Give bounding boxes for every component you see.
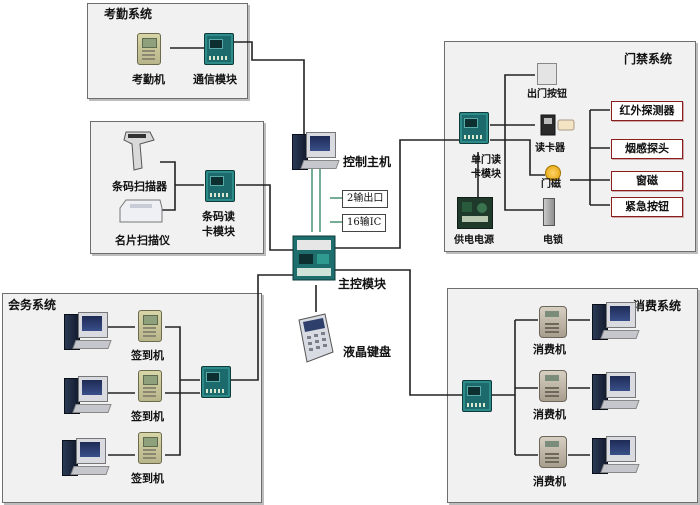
- lcd-keypad-label: 液晶键盘: [343, 345, 392, 359]
- attendance-title: 考勤系统: [104, 7, 153, 21]
- consumption-terminal-2-icon: [539, 370, 567, 402]
- main-control-module-icon: [291, 234, 337, 282]
- main-module-label: 主控模块: [338, 277, 387, 291]
- meeting-pc-3-icon: [62, 438, 110, 476]
- consumption-label-2: 消费机: [533, 408, 566, 421]
- meeting-title: 会务系统: [8, 298, 57, 312]
- attendance-terminal-icon: [137, 33, 161, 65]
- checkin-terminal-3-icon: [138, 432, 162, 464]
- door-reader-module-icon: [459, 112, 489, 144]
- access-title: 门禁系统: [624, 52, 673, 66]
- consumption-label-3: 消费机: [533, 475, 566, 488]
- consumption-comm-module-icon: [462, 380, 492, 412]
- barcode-module-icon: [205, 170, 235, 202]
- meeting-comm-module-icon: [201, 366, 231, 398]
- power-supply-label: 供电电源: [454, 235, 494, 246]
- meeting-pc-1-icon: [64, 312, 112, 350]
- card-scanner-icon: [118, 198, 164, 224]
- consumption-pc-1-icon: [592, 302, 640, 340]
- checkin-label-2: 签到机: [131, 410, 164, 423]
- lcd-keypad-icon: [295, 312, 337, 364]
- door-reader-label-2: 卡模块: [471, 169, 501, 180]
- door-sensor-icon: [545, 165, 561, 181]
- exit-button-label: 出门按钮: [527, 89, 567, 100]
- electric-lock-label: 电锁: [543, 235, 563, 246]
- checkin-label-3: 签到机: [131, 472, 164, 485]
- card-reader-label: 读卡器: [535, 143, 565, 154]
- exit-button-icon: [537, 63, 557, 85]
- window-sensor-label: 窗磁: [636, 174, 658, 187]
- power-supply-icon: [457, 197, 493, 229]
- consumption-pc-2-icon: [592, 372, 640, 410]
- smoke-detector-box: 烟感探头: [611, 139, 683, 159]
- meeting-panel: [2, 293, 262, 503]
- io-out-box: 2输出口: [342, 190, 389, 208]
- comm-module-icon: [204, 33, 234, 65]
- smoke-detector-label: 烟感探头: [625, 142, 669, 155]
- barcode-panel: [90, 121, 264, 254]
- infrared-detector-box: 红外探测器: [611, 101, 683, 121]
- checkin-terminal-1-icon: [138, 310, 162, 342]
- card-scanner-label: 名片扫描仪: [115, 234, 170, 247]
- consumption-terminal-1-icon: [539, 306, 567, 338]
- card-reader-icon: [540, 114, 576, 136]
- emergency-button-label: 紧急按钮: [625, 200, 669, 213]
- window-sensor-box: 窗磁: [611, 171, 683, 191]
- comm-module-label: 通信模块: [193, 73, 237, 86]
- io-in-box: 16输IC: [342, 214, 387, 232]
- checkin-label-1: 签到机: [131, 349, 164, 362]
- consumption-label-1: 消费机: [533, 343, 566, 356]
- barcode-scanner-icon: [120, 128, 158, 174]
- barcode-scanner-label: 条码扫描器: [112, 180, 167, 193]
- barcode-module-label-1: 条码读: [202, 210, 235, 223]
- consumption-terminal-3-icon: [539, 436, 567, 468]
- electric-lock-icon: [543, 198, 555, 226]
- checkin-terminal-2-icon: [138, 370, 162, 402]
- consumption-pc-3-icon: [592, 436, 640, 474]
- emergency-button-box: 紧急按钮: [611, 197, 683, 217]
- control-host-label: 控制主机: [343, 155, 392, 169]
- door-reader-label-1: 单门读: [471, 155, 501, 166]
- infrared-detector-label: 红外探测器: [619, 104, 675, 117]
- consumption-title: 消费系统: [633, 299, 682, 313]
- control-host-computer-icon: [292, 132, 340, 170]
- door-sensor-label: 门磁: [541, 179, 561, 190]
- meeting-pc-2-icon: [64, 376, 112, 414]
- attendance-terminal-label: 考勤机: [132, 73, 165, 86]
- barcode-module-label-2: 卡模块: [202, 225, 235, 238]
